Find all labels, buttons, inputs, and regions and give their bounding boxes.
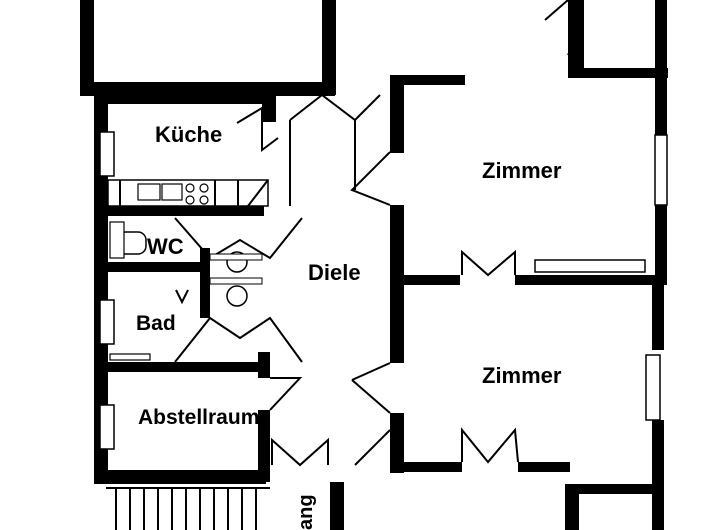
staircase	[106, 487, 270, 530]
kitchen-counter	[107, 179, 269, 207]
room-label-wc: WC	[147, 234, 184, 259]
room-label-zimmer-bottom: Zimmer	[482, 363, 562, 388]
room-label-eingang: ang	[295, 494, 317, 530]
doors	[174, 0, 576, 467]
room-label-kueche: Küche	[155, 122, 222, 147]
radiator	[534, 259, 646, 273]
room-label-zimmer-top: Zimmer	[482, 158, 562, 183]
wc-fixtures	[109, 221, 263, 307]
room-label-abstellraum: Abstellraum	[138, 406, 259, 429]
bath-fixtures	[109, 289, 189, 361]
room-label-diele: Diele	[308, 260, 361, 285]
room-label-bad: Bad	[136, 312, 176, 335]
windows	[99, 131, 668, 450]
